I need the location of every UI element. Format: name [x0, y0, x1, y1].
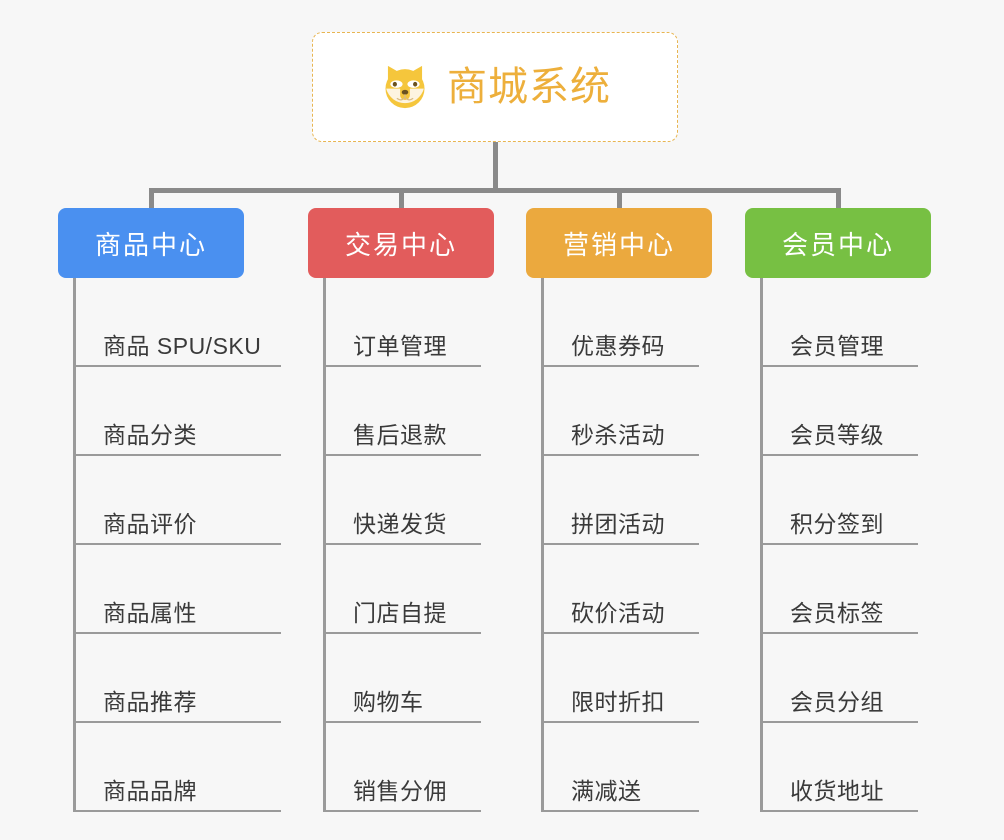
- leaf-label: 收货地址: [790, 778, 884, 805]
- leaf-underline: [323, 365, 481, 367]
- leaf-underline: [73, 543, 281, 545]
- leaf-label: 优惠券码: [571, 333, 665, 360]
- leaf-item[interactable]: 商品评价: [73, 456, 311, 545]
- leaf-underline: [760, 543, 918, 545]
- leaf-underline: [541, 721, 699, 723]
- category-label: 会员中心: [781, 229, 894, 260]
- leaf-label: 拼团活动: [571, 511, 665, 538]
- connector-drop-1: [149, 188, 154, 208]
- leaf-item[interactable]: 会员标签: [760, 545, 948, 634]
- leaf-label: 会员等级: [790, 422, 884, 449]
- category-label: 商品中心: [94, 229, 207, 260]
- leaf-spine: [760, 278, 763, 812]
- leaf-underline: [760, 632, 918, 634]
- leaf-label: 售后退款: [353, 422, 447, 449]
- root-title: 商城系统: [447, 65, 611, 109]
- leaf-spine: [323, 278, 326, 812]
- category-box-3[interactable]: 营销中心: [526, 208, 712, 278]
- leaf-underline: [323, 632, 481, 634]
- leaf-item[interactable]: 会员分组: [760, 634, 948, 723]
- leaf-underline: [73, 454, 281, 456]
- leaf-label: 商品 SPU/SKU: [103, 333, 262, 360]
- leaf-underline: [541, 543, 699, 545]
- leaf-stack-2: 订单管理售后退款快递发货门店自提购物车销售分佣: [323, 278, 511, 812]
- leaf-item[interactable]: 会员管理: [760, 278, 948, 367]
- leaf-label: 商品推荐: [103, 689, 197, 716]
- leaf-underline: [541, 454, 699, 456]
- leaf-label: 快递发货: [353, 511, 447, 538]
- leaf-label: 会员标签: [790, 600, 884, 627]
- leaf-label: 满减送: [571, 778, 642, 805]
- leaf-underline: [73, 721, 281, 723]
- category-label: 交易中心: [344, 229, 457, 260]
- leaf-label: 门店自提: [353, 600, 447, 627]
- leaf-label: 购物车: [353, 689, 424, 716]
- leaf-underline: [760, 365, 918, 367]
- leaf-item[interactable]: 商品品牌: [73, 723, 311, 812]
- leaf-stack-3: 优惠券码秒杀活动拼团活动砍价活动限时折扣满减送: [541, 278, 729, 812]
- leaf-underline: [323, 810, 481, 812]
- leaf-underline: [73, 810, 281, 812]
- connector-root-stem: [493, 142, 498, 193]
- leaf-underline: [323, 454, 481, 456]
- leaf-label: 商品评价: [103, 511, 197, 538]
- connector-horizontal-bus: [149, 188, 841, 193]
- leaf-item[interactable]: 秒杀活动: [541, 367, 729, 456]
- leaf-item[interactable]: 商品属性: [73, 545, 311, 634]
- leaf-label: 限时折扣: [571, 689, 665, 716]
- leaf-stack-1: 商品 SPU/SKU 商品分类商品评价商品属性商品推荐商品品牌: [73, 278, 311, 812]
- leaf-item[interactable]: 门店自提: [323, 545, 511, 634]
- leaf-label: 商品属性: [103, 600, 197, 627]
- leaf-item[interactable]: 优惠券码: [541, 278, 729, 367]
- leaf-underline: [323, 543, 481, 545]
- leaf-underline: [760, 721, 918, 723]
- leaf-underline: [323, 721, 481, 723]
- leaf-label: 积分签到: [790, 511, 884, 538]
- leaf-label: 砍价活动: [571, 600, 665, 627]
- leaf-label: 商品品牌: [103, 778, 197, 805]
- category-box-2[interactable]: 交易中心: [308, 208, 494, 278]
- category-label: 营销中心: [562, 229, 675, 260]
- leaf-spine: [73, 278, 76, 812]
- leaf-label: 商品分类: [103, 422, 197, 449]
- leaf-underline: [541, 365, 699, 367]
- category-box-4[interactable]: 会员中心: [745, 208, 931, 278]
- leaf-item[interactable]: 商品推荐: [73, 634, 311, 723]
- leaf-item[interactable]: 拼团活动: [541, 456, 729, 545]
- leaf-label: 会员分组: [790, 689, 884, 716]
- leaf-item[interactable]: 销售分佣: [323, 723, 511, 812]
- leaf-item[interactable]: 商品 SPU/SKU: [73, 278, 311, 367]
- leaf-item[interactable]: 收货地址: [760, 723, 948, 812]
- leaf-underline: [760, 810, 918, 812]
- leaf-item[interactable]: 满减送: [541, 723, 729, 812]
- leaf-label: 会员管理: [790, 333, 884, 360]
- connector-drop-3: [617, 188, 622, 208]
- leaf-item[interactable]: 购物车: [323, 634, 511, 723]
- leaf-item[interactable]: 商品分类: [73, 367, 311, 456]
- leaf-underline: [73, 632, 281, 634]
- leaf-label: 订单管理: [353, 333, 447, 360]
- leaf-underline: [541, 632, 699, 634]
- leaf-underline: [73, 365, 281, 367]
- connector-drop-4: [836, 188, 841, 208]
- leaf-item[interactable]: 订单管理: [323, 278, 511, 367]
- leaf-label: 销售分佣: [353, 778, 447, 805]
- leaf-item[interactable]: 会员等级: [760, 367, 948, 456]
- leaf-spine: [541, 278, 544, 812]
- shiba-dog-icon: [385, 65, 425, 109]
- leaf-underline: [541, 810, 699, 812]
- leaf-item[interactable]: 砍价活动: [541, 545, 729, 634]
- leaf-underline: [760, 454, 918, 456]
- leaf-item[interactable]: 限时折扣: [541, 634, 729, 723]
- leaf-item[interactable]: 积分签到: [760, 456, 948, 545]
- root-node[interactable]: 商城系统: [312, 32, 678, 142]
- connector-drop-2: [399, 188, 404, 208]
- leaf-label: 秒杀活动: [571, 422, 665, 449]
- leaf-item[interactable]: 快递发货: [323, 456, 511, 545]
- category-box-1[interactable]: 商品中心: [58, 208, 244, 278]
- leaf-item[interactable]: 售后退款: [323, 367, 511, 456]
- leaf-stack-4: 会员管理会员等级积分签到会员标签会员分组收货地址: [760, 278, 948, 812]
